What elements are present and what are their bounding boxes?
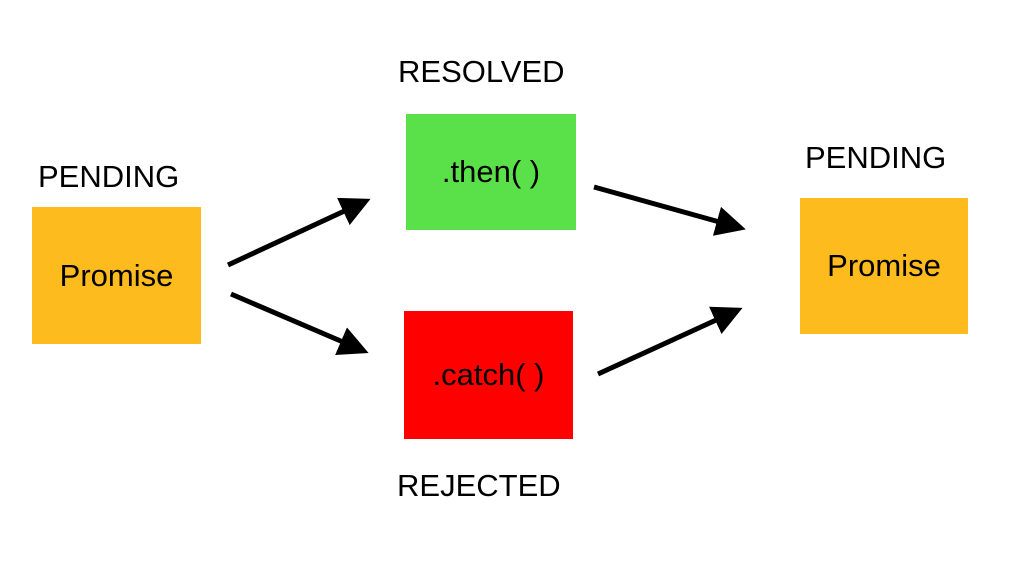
arrow-then-to-end: [593, 184, 746, 236]
then-box: .then( ): [406, 114, 576, 230]
start-promise-text: Promise: [59, 257, 174, 293]
end-state-label: PENDING: [805, 140, 947, 175]
catch-box: .catch( ): [404, 311, 573, 439]
arrow-start-to-then: [226, 197, 371, 268]
arrow-start-to-catch: [230, 291, 369, 355]
then-text: .then( ): [441, 154, 541, 189]
resolved-state-label: RESOLVED: [398, 54, 565, 89]
rejected-state-label: REJECTED: [397, 468, 561, 503]
start-state-label: PENDING: [38, 159, 180, 194]
end-promise-text: Promise: [827, 248, 941, 283]
start-promise-box: Promise: [32, 207, 201, 344]
arrow-catch-to-end: [596, 306, 743, 377]
end-promise-box: Promise: [800, 198, 968, 334]
catch-text: .catch( ): [432, 357, 545, 392]
